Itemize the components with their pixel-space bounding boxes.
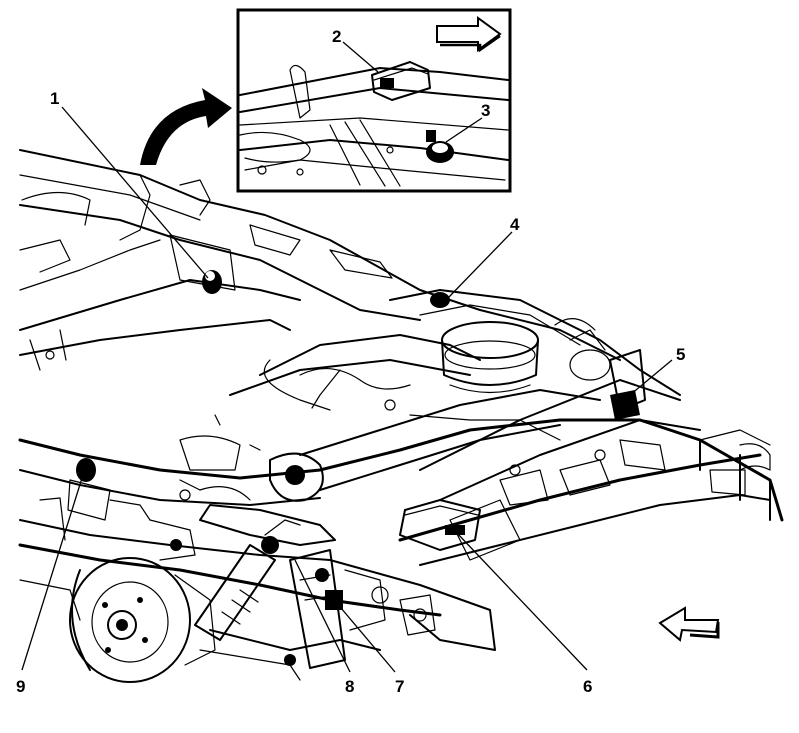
callout-5: 5 (676, 345, 685, 364)
shock-absorber (194, 519, 301, 641)
leader-lines (21, 41, 673, 673)
chassis-frame (18, 149, 784, 683)
inset-sensor (426, 130, 454, 163)
direction-arrow-icon (658, 606, 720, 642)
brake-rotor (69, 557, 216, 683)
inset-module (371, 61, 431, 101)
air-spring (430, 292, 539, 394)
forward-arrow-icon (436, 16, 502, 53)
rear-spring-mount (67, 458, 111, 521)
callout-2: 2 (332, 27, 341, 46)
detail-inset (236, 8, 512, 193)
callout-9: 9 (16, 677, 25, 696)
callout-4: 4 (510, 215, 520, 234)
callout-3: 3 (481, 101, 490, 120)
callout-8: 8 (345, 677, 354, 696)
callout-7: 7 (395, 677, 404, 696)
right-bracket (569, 329, 646, 420)
control-module (399, 499, 481, 551)
callout-1: 1 (50, 89, 59, 108)
callout-6: 6 (583, 677, 592, 696)
detail-pointer-arrow-icon (140, 88, 232, 165)
